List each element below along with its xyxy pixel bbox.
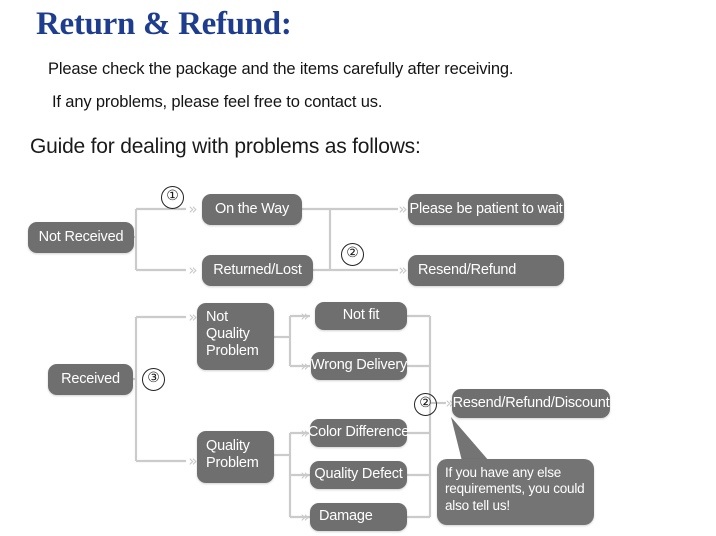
node-resend-refund[interactable]: Resend/Refund: [408, 255, 564, 286]
node-not-quality-problem[interactable]: Not Quality Problem: [197, 303, 274, 370]
node-wrong-delivery[interactable]: Wrong Delivery: [311, 352, 407, 380]
arrow-to-quality-defect: »: [300, 466, 310, 484]
arrow-to-wrong-delivery: »: [300, 357, 310, 375]
intro-line-2: If any problems, please feel free to con…: [52, 93, 383, 111]
node-quality-defect[interactable]: Quality Defect: [310, 461, 407, 489]
arrow-to-not-quality: »: [188, 308, 198, 326]
node-damage[interactable]: Damage: [310, 503, 407, 531]
node-not-quality-problem-line-3: Problem: [206, 343, 259, 360]
arrow-to-color-difference: »: [300, 424, 310, 442]
node-resend-refund-discount[interactable]: Resend/Refund/Discount: [452, 389, 610, 418]
node-please-be-patient-to-wait[interactable]: Please be patient to wait: [408, 194, 564, 225]
intro-line-1: Please check the package and the items c…: [48, 60, 514, 78]
arrow-to-resend-discount: »: [445, 394, 455, 412]
node-received[interactable]: Received: [48, 364, 133, 395]
arrow-to-not-fit: »: [300, 307, 310, 325]
node-not-quality-problem-line-2: Quality: [206, 326, 250, 343]
step-marker-2-bottom: ②: [414, 393, 437, 416]
arrow-to-returned-lost: »: [188, 261, 198, 279]
page-title: Return & Refund:: [36, 6, 292, 42]
node-not-quality-problem-line-1: Not: [206, 309, 228, 325]
arrow-to-damage: »: [300, 508, 310, 526]
step-marker-2-top: ②: [341, 243, 364, 266]
node-quality-problem-line-2: Problem: [206, 455, 259, 472]
callout-line-1: If you have any else: [445, 465, 562, 480]
arrow-to-quality-problem: »: [188, 452, 198, 470]
arrow-to-resend-refund: »: [398, 261, 408, 279]
node-color-difference[interactable]: Color Difference: [308, 419, 409, 447]
node-returned-lost[interactable]: Returned/Lost: [202, 255, 313, 286]
arrow-to-on-the-way: »: [188, 200, 198, 218]
section-subtitle: Guide for dealing with problems as follo…: [30, 135, 421, 158]
node-not-received[interactable]: Not Received: [28, 222, 134, 253]
node-quality-problem[interactable]: Quality Problem: [197, 431, 274, 483]
step-marker-3: ③: [142, 368, 165, 391]
callout-tail: [451, 417, 489, 465]
node-on-the-way[interactable]: On the Way: [202, 194, 302, 225]
node-quality-problem-line-1: Quality: [206, 438, 250, 454]
callout-line-2: requirements, you could: [445, 481, 585, 497]
node-not-fit[interactable]: Not fit: [315, 302, 407, 330]
arrow-to-please-wait: »: [398, 200, 408, 218]
callout-bubble: If you have any else requirements, you c…: [437, 459, 594, 525]
callout-line-3: also tell us!: [445, 497, 510, 513]
step-marker-1: ①: [161, 186, 184, 209]
